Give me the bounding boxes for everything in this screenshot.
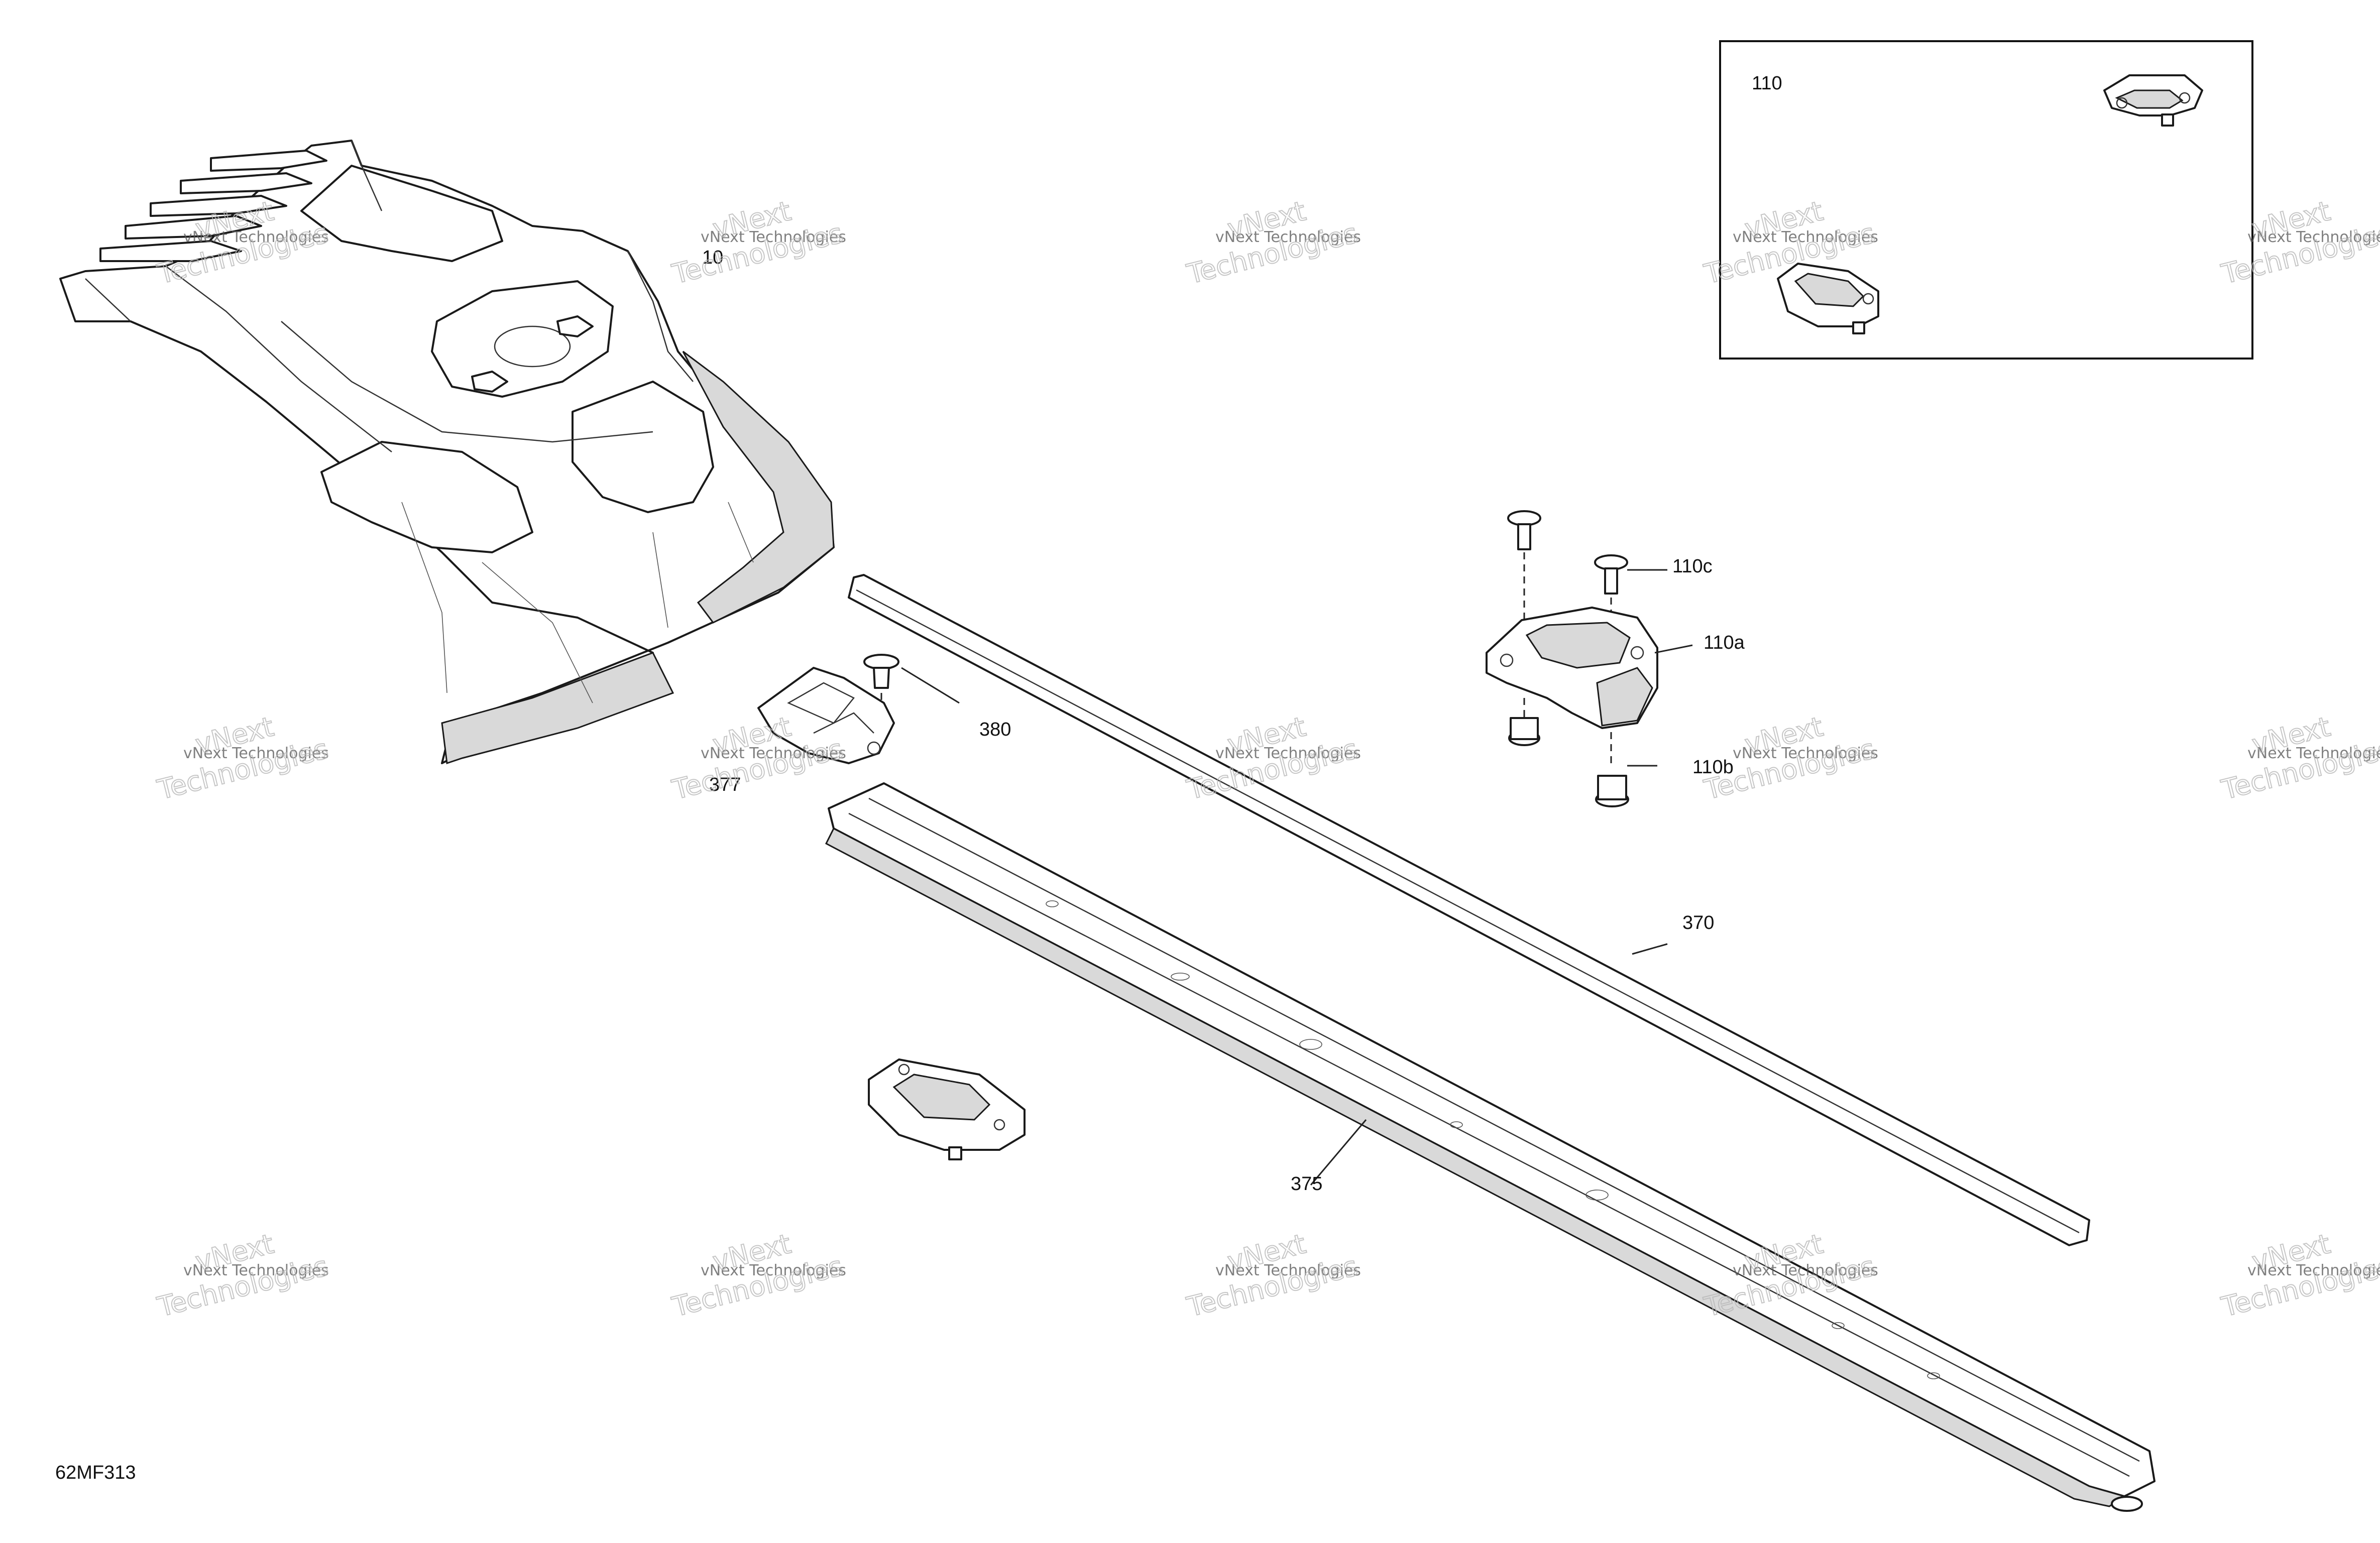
callout-380: 380 [979, 719, 1011, 740]
watermark-11: vNext Technologies vNext Technologies [154, 1227, 332, 1324]
watermark-5: vNext Technologies vNext Technologies [2218, 194, 2380, 291]
watermark-2: vNext Technologies vNext Technologies [668, 194, 847, 291]
svg-text:vNext Technologies: vNext Technologies [183, 228, 329, 246]
watermark-10: vNext Technologies vNext Technologies [2218, 710, 2380, 806]
leader-370 [1632, 943, 1668, 955]
watermark-12: vNext Technologies vNext Technologies [668, 1227, 847, 1324]
callout-377: 377 [709, 774, 741, 795]
watermark-15: vNext Technologies vNext Technologies [2218, 1227, 2380, 1324]
watermark-3: vNext Technologies vNext Technologies [1183, 194, 1362, 291]
callout-110a: 110a [1704, 632, 1745, 653]
part-10-seat-body [59, 140, 835, 765]
svg-text:vNext Technologies: vNext Technologies [701, 228, 846, 246]
callout-110b: 110b [1692, 757, 1734, 778]
part-110c-screw-right [1594, 554, 1628, 595]
leader-110a [1654, 644, 1693, 654]
inset-box-110 [1719, 40, 2253, 360]
svg-text:vNext Technologies: vNext Technologies [1733, 228, 1878, 246]
callout-110: 110 [1752, 73, 1782, 94]
svg-text:vNext Technologies: vNext Technologies [1733, 745, 1878, 762]
part-110-handle-assembly [1486, 510, 1658, 807]
part-370-rail-strip [848, 574, 2090, 1246]
callout-10: 10 [702, 247, 723, 268]
inset-handle-bottom-left [1777, 263, 1879, 334]
svg-text:vNext Technologies: vNext Technologies [183, 1262, 329, 1279]
svg-text:vNext Technologies: vNext Technologies [183, 745, 329, 762]
watermark-13: vNext Technologies vNext Technologies [1183, 1227, 1362, 1324]
callout-375: 375 [1291, 1173, 1322, 1195]
inset-handle-top-right [2103, 74, 2203, 127]
svg-text:vNext Technologies: vNext Technologies [1215, 1262, 1361, 1279]
svg-text:vNext Technologies: vNext Technologies [701, 1262, 846, 1279]
diagram-code: 62MF313 [55, 1462, 136, 1483]
leader-375 [1310, 1119, 1367, 1185]
callout-370: 370 [1682, 912, 1714, 933]
loose-handle [868, 1058, 1026, 1160]
part-110c-screw-left [1507, 510, 1541, 550]
svg-text:vNext Technologies: vNext Technologies [1215, 228, 1361, 246]
svg-text:vNext Technologies: vNext Technologies [2247, 228, 2380, 246]
svg-text:vNext Technologies: vNext Technologies [1733, 1262, 1878, 1279]
part-110b-nut-right [1595, 775, 1629, 807]
leader-380 [901, 667, 960, 704]
part-110a-handle [1486, 607, 1658, 729]
svg-text:vNext Technologies: vNext Technologies [1215, 745, 1361, 762]
watermark-6: vNext Technologies vNext Technologies [154, 710, 332, 806]
part-377-clip [757, 667, 895, 764]
part-110b-nut-left [1508, 717, 1540, 746]
part-380-push-pin [863, 654, 899, 689]
part-375-rail-channel [825, 782, 2156, 1512]
svg-text:vNext Technologies: vNext Technologies [701, 745, 846, 762]
callout-110c: 110c [1672, 556, 1713, 577]
svg-text:vNext Technologies: vNext Technologies [2247, 1262, 2380, 1279]
svg-text:vNext Technologies: vNext Technologies [2247, 745, 2380, 762]
